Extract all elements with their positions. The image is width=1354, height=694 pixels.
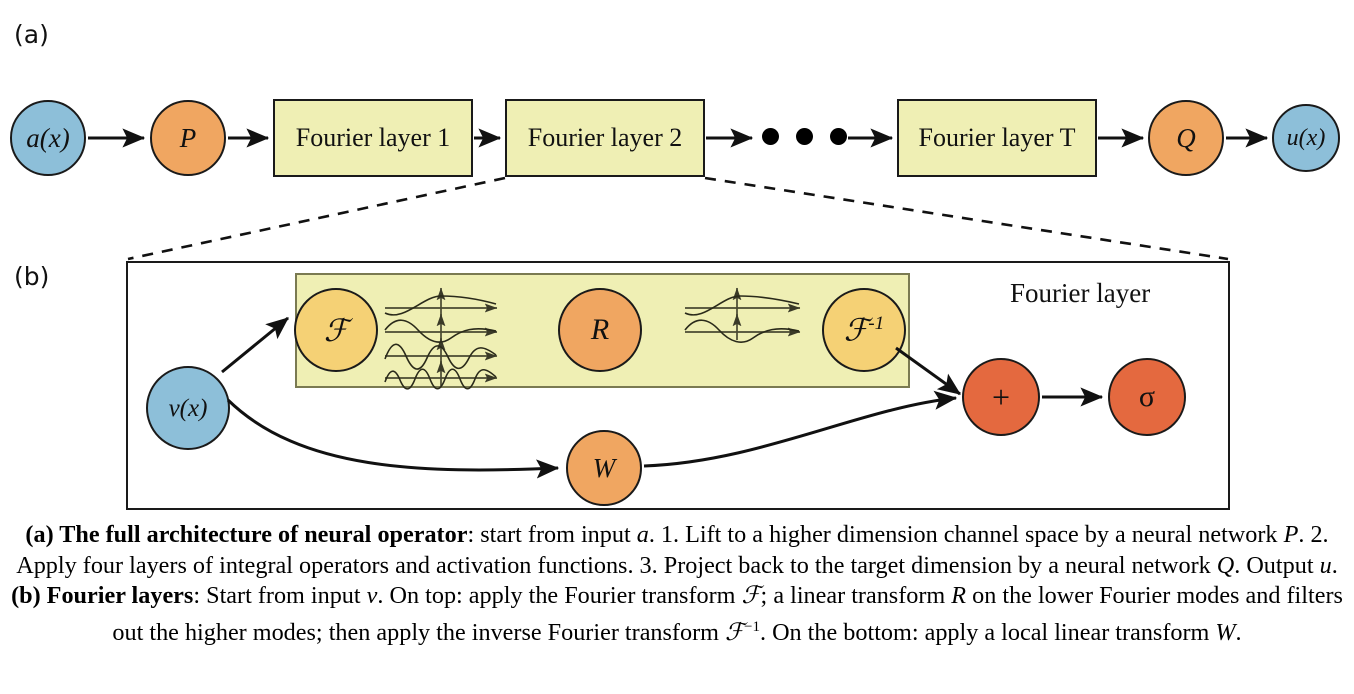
node-input-ax: a(x) (10, 100, 86, 176)
node-linear-transform-r: R (558, 288, 642, 372)
inverse-fourier-glyph: ℱ (843, 312, 869, 348)
panel-b-label: (b) (14, 262, 50, 291)
caption-bold-a: (a) The full architecture of neural oper… (25, 521, 468, 548)
caption-sym-q: Q (1216, 551, 1235, 579)
node-sum: + (962, 358, 1040, 436)
node-input-ax-label: a(x) (26, 122, 70, 153)
node-fourier-transform: ℱ (294, 288, 378, 372)
ellipsis-dots (762, 128, 847, 145)
node-lift-p: P (150, 100, 226, 176)
caption-sym-finv: ℱ (725, 618, 745, 646)
caption-text-8: : Start from input (193, 582, 367, 609)
box-fourier-layer-2: Fourier layer 2 (505, 99, 705, 177)
ellipsis-dot (762, 128, 779, 145)
caption-bold-b: (b) Fourier layers (11, 582, 194, 609)
caption-sym-u: u (1319, 551, 1332, 579)
node-output-ux: u(x) (1272, 104, 1340, 172)
box-fourier-layer-t-label: Fourier layer T (918, 123, 1076, 152)
node-fourier-transform-label: ℱ (323, 312, 349, 348)
caption-text-10: the Fourier transform (528, 582, 742, 609)
figure-caption: (a) The full architecture of neural oper… (6, 520, 1348, 648)
caption-text-9: . On top: apply (377, 582, 523, 609)
caption-sym-v: v (366, 582, 378, 609)
caption-text-7: . (1331, 551, 1338, 579)
caption-text-6: . Output (1234, 551, 1320, 579)
caption-text-2: . 1. Lift to a higher dimension channel … (648, 521, 1079, 548)
node-v-of-x: v(x) (146, 366, 230, 450)
caption-text-11: ; a linear transform (760, 582, 952, 609)
node-linear-transform-r-label: R (590, 313, 610, 346)
ellipsis-dot (830, 128, 847, 145)
box-fourier-layer-2-label: Fourier layer 2 (527, 123, 683, 152)
panel-a-label: (a) (14, 20, 49, 49)
box-fourier-layer-1: Fourier layer 1 (273, 99, 473, 177)
node-v-of-x-label: v(x) (168, 394, 208, 422)
node-project-q: Q (1148, 100, 1224, 176)
caption-text-15: . (1235, 618, 1242, 646)
node-sigma-activation-label: σ (1138, 380, 1156, 413)
caption-text-5: the target dimension by a neural network (814, 551, 1217, 579)
node-local-linear-transform-w-label: W (592, 452, 616, 483)
caption-sym-f: ℱ (741, 582, 761, 609)
box-fourier-layer-1-label: Fourier layer 1 (295, 123, 451, 152)
node-sum-label: + (991, 379, 1011, 415)
fourier-layer-caption-text: Fourier layer (1010, 278, 1151, 308)
caption-text-4: . 2. Apply four layers of integral opera… (16, 521, 1329, 579)
node-local-linear-transform-w: W (566, 430, 642, 506)
node-lift-p-label: P (179, 122, 197, 153)
caption-text-1: : start from input (467, 521, 637, 548)
caption-text-13: then apply the inverse Fourier transform (328, 618, 725, 646)
node-inverse-fourier-transform-label: ℱ-1 (844, 314, 884, 345)
caption-text-12: on the lower Fourier modes and filters o… (112, 582, 1343, 646)
node-sigma-activation: σ (1108, 358, 1186, 436)
caption-text-14: . On the bottom: apply a local linear tr… (759, 618, 1216, 646)
caption-sym-w: W (1215, 618, 1236, 646)
caption-sym-r: R (951, 582, 967, 609)
node-output-ux-label: u(x) (1286, 125, 1326, 151)
caption-sym-a: a (636, 521, 649, 548)
caption-sym-p: P (1283, 521, 1299, 548)
box-fourier-layer-t: Fourier layer T (897, 99, 1097, 177)
caption-sym-finv-exp: −1 (744, 618, 760, 635)
caption-text-3: by a neural network (1084, 521, 1284, 548)
inverse-fourier-exponent: -1 (868, 313, 885, 335)
expansion-guides (127, 176, 1229, 261)
node-project-q-label: Q (1176, 122, 1196, 153)
ellipsis-dot (796, 128, 813, 145)
node-inverse-fourier-transform: ℱ-1 (822, 288, 906, 372)
